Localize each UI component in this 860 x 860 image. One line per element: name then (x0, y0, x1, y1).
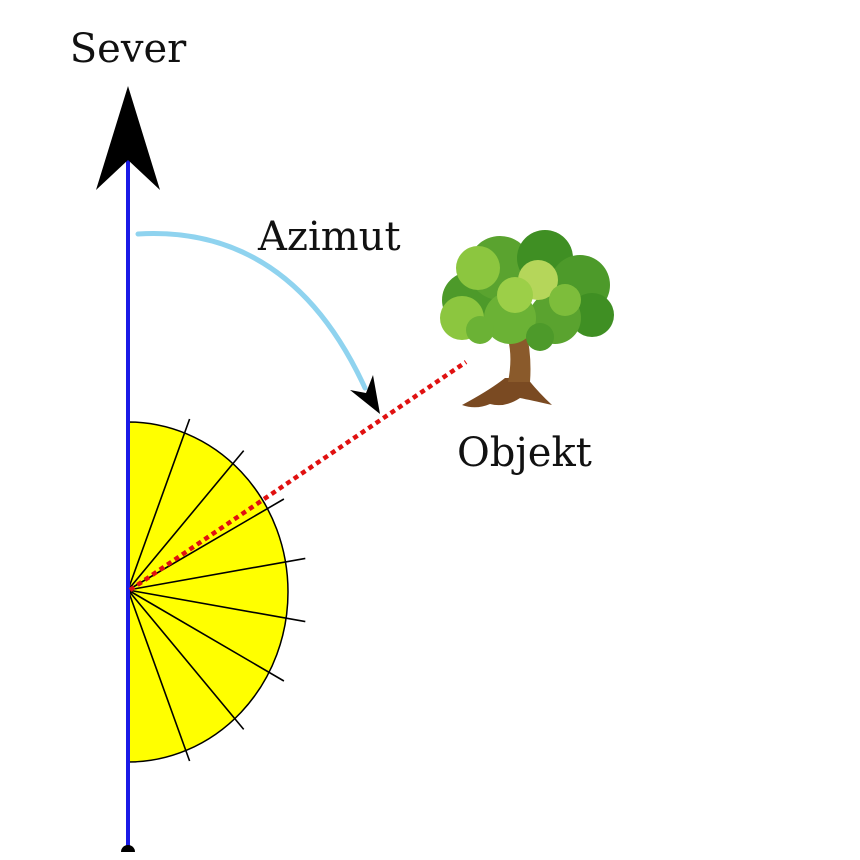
protractor-division-line (127, 589, 306, 623)
north-line-end-cap (121, 845, 135, 852)
azimuth-arc-group (135, 231, 380, 414)
protractor-division-line (127, 589, 245, 730)
azimuth-arc (135, 231, 368, 391)
protractor-division-line (127, 450, 245, 591)
object-label: Objekt (457, 430, 592, 476)
north-axis (96, 86, 160, 852)
protractor-division-line (127, 589, 285, 682)
tree-roots (462, 378, 552, 408)
protractor (127, 418, 306, 763)
sight-line (128, 360, 468, 592)
protractor-division-line (127, 589, 191, 762)
protractor-division-line (127, 418, 191, 591)
protractor-body (127, 421, 289, 763)
tree-foliage (440, 230, 614, 351)
north-arrowhead (96, 86, 160, 190)
azimuth-arrowhead (350, 375, 380, 414)
azimuth-label: Azimut (257, 214, 401, 260)
tree-icon (440, 230, 614, 408)
north-label: Sever (70, 26, 187, 72)
protractor-division-line (127, 557, 306, 591)
